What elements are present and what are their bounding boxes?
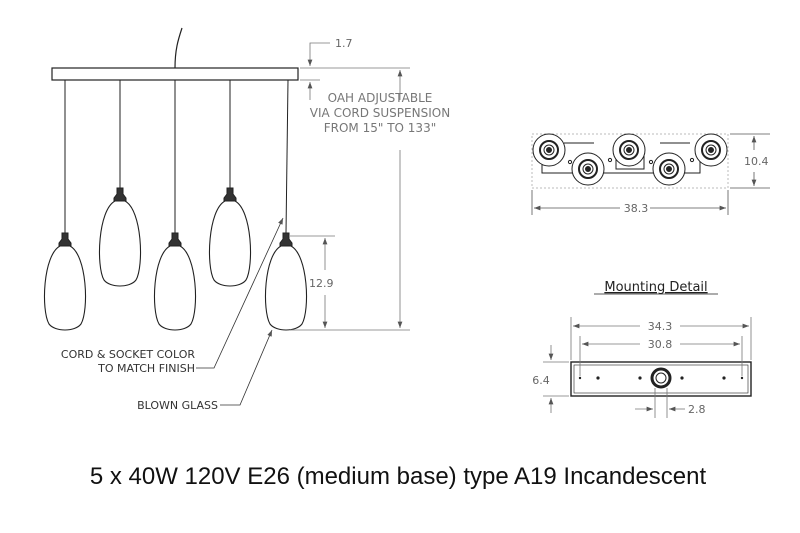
dim-6-4: 6.4: [532, 374, 550, 387]
cord-note-2: TO MATCH FINISH: [97, 362, 195, 375]
mounting-detail-title: Mounting Detail: [604, 280, 707, 295]
dim-12-9: 12.9: [309, 277, 334, 290]
glass-shade: [153, 245, 197, 331]
socket: [168, 232, 182, 247]
cord-note-1: CORD & SOCKET COLOR: [61, 348, 195, 361]
pendant: [153, 80, 197, 331]
canopy: [51, 67, 299, 81]
pendant: [98, 80, 142, 287]
glass-note: BLOWN GLASS: [137, 399, 218, 412]
dim-10-4: 10.4: [744, 155, 769, 168]
socket: [58, 232, 72, 247]
top-pendant-circle: [612, 133, 646, 167]
front-elevation: [43, 27, 308, 331]
pendant: [208, 80, 252, 287]
glass-shade: [264, 245, 308, 331]
dim-2-8: 2.8: [688, 403, 706, 416]
pendant: [264, 79, 308, 331]
dim-38-3: 38.3: [624, 202, 649, 215]
top-pendant-circle: [652, 152, 686, 186]
oah-note-1: OAH ADJUSTABLE: [328, 91, 433, 105]
dim-canopy-height: [290, 42, 410, 331]
socket: [113, 187, 127, 202]
top-dims: [531, 133, 770, 215]
dim-34-3: 34.3: [648, 320, 673, 333]
mounting-holes: [578, 376, 744, 380]
glass-shade: [43, 245, 87, 331]
oah-note-3: FROM 15" TO 133": [324, 121, 436, 135]
cord: [285, 79, 289, 234]
dim-30-8: 30.8: [648, 338, 673, 351]
top-view: [531, 133, 729, 189]
glass-shade: [98, 200, 142, 287]
top-pendant-circle: [571, 152, 605, 186]
top-pendant-circle: [694, 133, 728, 167]
mount-dims: [543, 317, 752, 418]
dim-1-7: 1.7: [335, 37, 353, 50]
leaders: [196, 217, 284, 406]
pendant: [43, 80, 87, 331]
glass-shade: [208, 200, 252, 287]
socket: [279, 232, 293, 247]
socket: [223, 187, 237, 202]
supply-cord: [174, 27, 183, 69]
caption: 5 x 40W 120V E26 (medium base) type A19 …: [90, 463, 707, 490]
mounting-plate: [570, 361, 752, 397]
oah-note-2: VIA CORD SUSPENSION: [310, 106, 450, 120]
top-pendant-circle: [532, 133, 566, 167]
